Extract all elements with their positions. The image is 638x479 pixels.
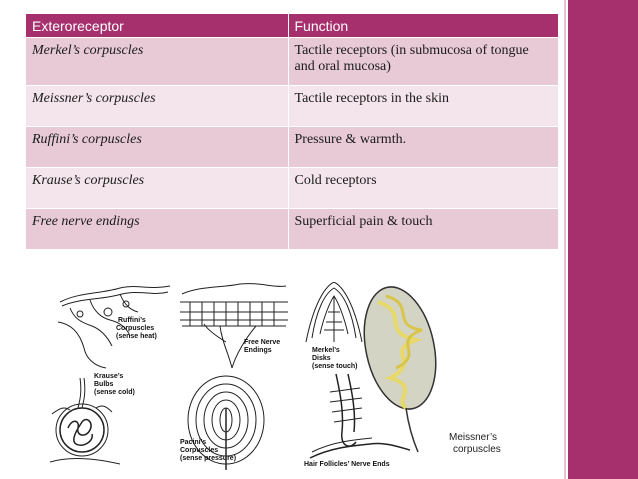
free-nerve-label-1: Free Nerve xyxy=(244,339,280,346)
meissner-corpuscle-drawing xyxy=(363,286,437,453)
ruffini-label-1: Ruffini’s xyxy=(118,317,146,324)
receptor-cell: Merkel’s corpuscles xyxy=(26,37,289,86)
table-row: Ruffini’s corpuscles Pressure & warmth. xyxy=(26,126,559,168)
receptor-illustrations: Ruffini’s Corpuscles (sense heat) Free N… xyxy=(50,282,437,470)
table-row: Free nerve endings Superficial pain & to… xyxy=(26,208,559,249)
receptor-cell: Krause’s corpuscles xyxy=(26,167,289,209)
krause-label-1: Krause’s xyxy=(94,373,123,380)
side-accent-bar xyxy=(568,0,638,479)
receptor-cell: Free nerve endings xyxy=(26,208,289,249)
receptor-cell: Meissner’s corpuscles xyxy=(26,85,289,127)
free-nerve-endings-drawing xyxy=(180,283,288,369)
krause-label-3: (sense cold) xyxy=(94,389,135,396)
krause-label-2: Bulbs xyxy=(94,381,114,388)
header-function: Function xyxy=(288,14,559,38)
function-cell: Cold receptors xyxy=(288,167,559,209)
pacini-corpuscle-drawing xyxy=(187,375,265,470)
table-row: Krause’s corpuscles Cold receptors xyxy=(26,167,559,209)
table-row: Meissner’s corpuscles Tactile receptors … xyxy=(26,85,559,127)
free-nerve-label-2: Endings xyxy=(244,347,272,354)
function-cell: Tactile receptors in the skin xyxy=(288,85,559,127)
table-row: Merkel’s corpuscles Tactile receptors (i… xyxy=(26,37,559,86)
meissner-caption-line-1: Meissner’s xyxy=(449,432,497,443)
meissner-caption: Meissner’s corpuscles xyxy=(449,432,519,456)
pacini-label-1: Pacini’s xyxy=(180,439,206,446)
merkel-disks-drawing xyxy=(305,282,363,343)
merkel-label-3: (sense touch) xyxy=(312,363,358,370)
table-header-row: Exteroreceptor Function xyxy=(26,14,559,38)
header-exteroreceptor: Exteroreceptor xyxy=(26,14,289,38)
receptor-cell: Ruffini’s corpuscles xyxy=(26,126,289,168)
hair-follicle-label: Hair Follicles’ Nerve Ends xyxy=(304,461,390,468)
ruffini-label-3: (sense heat) xyxy=(116,333,157,340)
merkel-label-1: Merkel’s xyxy=(312,347,340,354)
hair-follicle-drawing xyxy=(309,373,411,459)
function-cell: Superficial pain & touch xyxy=(288,208,559,249)
side-divider xyxy=(564,0,566,479)
function-cell: Tactile receptors (in submucosa of tongu… xyxy=(288,37,559,86)
merkel-label-2: Disks xyxy=(312,355,331,362)
ruffini-corpuscle-drawing xyxy=(57,285,171,369)
pacini-label-3: (sense pressure) xyxy=(180,455,236,462)
receptor-table: Exteroreceptor Function Merkel’s corpusc… xyxy=(26,14,559,249)
ruffini-label-2: Corpuscles xyxy=(116,325,154,332)
pacini-label-2: Corpuscles xyxy=(180,447,218,454)
krause-bulbs-drawing xyxy=(50,377,121,465)
function-cell: Pressure & warmth. xyxy=(288,126,559,168)
meissner-caption-line-2: corpuscles xyxy=(453,444,501,455)
